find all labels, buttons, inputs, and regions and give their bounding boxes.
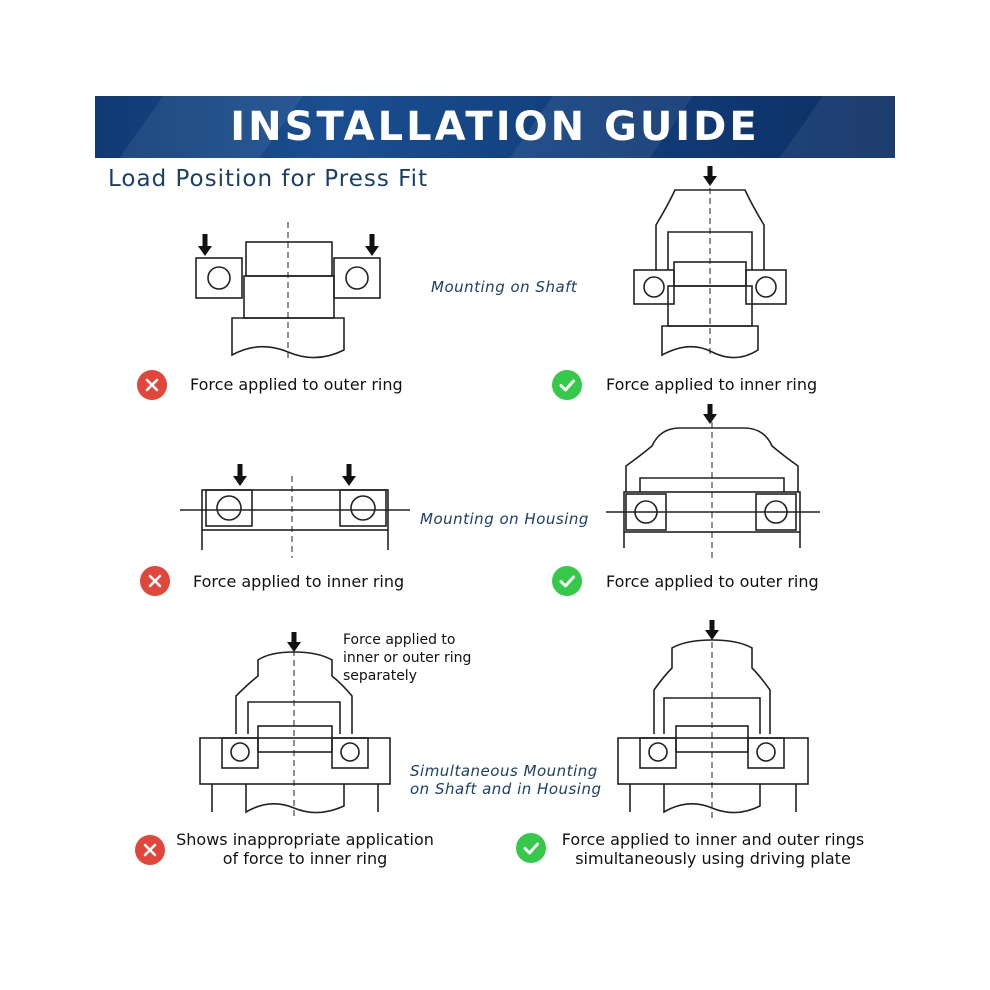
page-subtitle: Load Position for Press Fit	[108, 166, 429, 192]
caption-sim-right: Force applied to inner and outer rings s…	[560, 830, 866, 868]
diagram-housing-wrong	[180, 464, 410, 558]
title-banner: INSTALLATION GUIDE	[95, 96, 895, 158]
diagram-shaft-wrong	[195, 222, 381, 359]
caption-sim-wrong-line1: Shows inappropriate application	[176, 830, 434, 849]
check-icon	[516, 833, 546, 863]
caption-sim-wrong-line2: of force to inner ring	[222, 849, 388, 868]
cross-icon	[140, 566, 170, 596]
caption-sim-right-line1: Force applied to inner and outer rings	[561, 830, 865, 849]
label-simultaneous-line2: on Shaft and in Housing	[410, 780, 602, 798]
caption-shaft-right: Force applied to inner ring	[606, 375, 818, 394]
caption-housing-wrong: Force applied to inner ring	[193, 572, 405, 591]
diagram-simultaneous-right	[617, 620, 809, 818]
label-mounting-shaft: Mounting on Shaft	[431, 278, 578, 296]
cross-icon	[137, 370, 167, 400]
check-icon	[552, 370, 582, 400]
diagram-simultaneous-wrong	[199, 632, 391, 818]
label-mounting-housing: Mounting on Housing	[420, 510, 589, 528]
banner-title: INSTALLATION GUIDE	[230, 104, 760, 150]
caption-shaft-wrong: Force applied to outer ring	[190, 375, 403, 394]
check-icon	[552, 566, 582, 596]
caption-sim-right-line2: simultaneously using driving plate	[575, 849, 851, 868]
label-simultaneous-line1: Simultaneous Mounting	[410, 762, 598, 780]
cross-icon	[135, 835, 165, 865]
force-note: Force applied to inner or outer ring sep…	[343, 631, 471, 685]
diagram-shaft-right	[633, 166, 787, 359]
diagram-housing-right	[606, 404, 820, 562]
note-line3: separately	[343, 668, 417, 684]
caption-sim-wrong: Shows inappropriate application of force…	[170, 830, 440, 868]
caption-housing-right: Force applied to outer ring	[606, 572, 819, 591]
note-line2: inner or outer ring	[343, 650, 472, 666]
note-line1: Force applied to	[343, 632, 456, 648]
